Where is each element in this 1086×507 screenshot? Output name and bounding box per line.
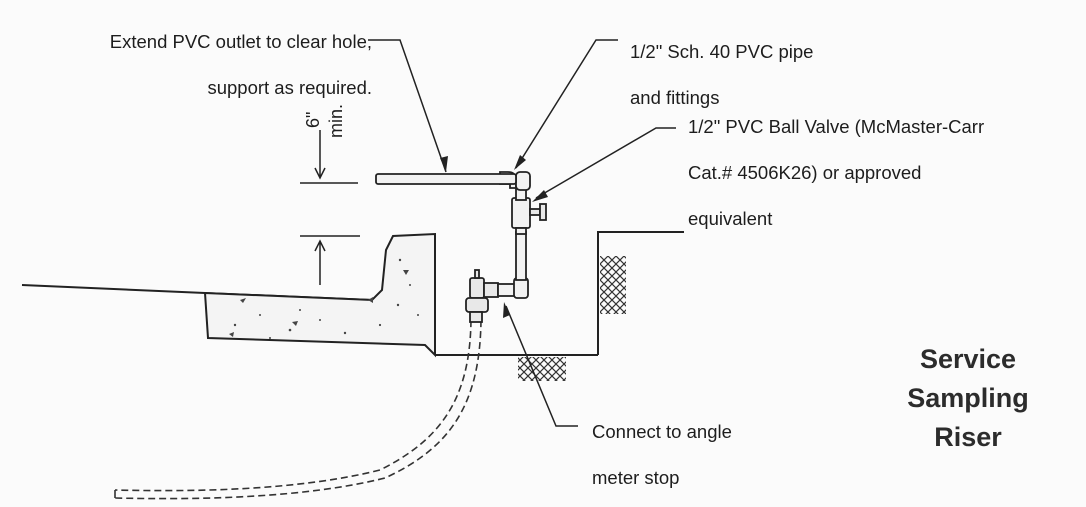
label-pipe: 1/2" Sch. 40 PVC pipe and fittings — [630, 17, 813, 109]
dimension-qualifier: min. — [326, 103, 346, 138]
label-connect-line1: Connect to angle — [592, 421, 732, 442]
concrete-aggregate — [229, 258, 419, 339]
leader-outlet — [368, 39, 447, 173]
angle-meter-stop — [465, 269, 499, 323]
service-line-dashed — [114, 319, 472, 492]
leader-pipe-arrow — [514, 155, 526, 170]
service-line-dashed-inner — [114, 319, 482, 500]
label-pipe-line2: and fittings — [630, 87, 720, 108]
label-valve-line1: 1/2" PVC Ball Valve (McMaster-Carr — [688, 116, 985, 137]
dimension-arrow-upper — [314, 130, 326, 180]
dimension-arrow-lower — [314, 239, 326, 285]
pvc-riser — [375, 171, 531, 299]
label-connect: Connect to angle meter stop — [592, 397, 732, 489]
dimension-value: 6" — [303, 111, 323, 128]
leader-outlet-arrow — [440, 156, 448, 172]
ball-valve-handle — [529, 203, 547, 221]
hatch-bottom — [518, 357, 566, 381]
label-outlet-line2: support as required. — [207, 77, 372, 98]
label-valve-line2: Cat.# 4506K26) or approved — [688, 162, 922, 183]
label-valve-line3: equivalent — [688, 208, 773, 229]
hatch-right — [600, 256, 626, 314]
leader-valve-arrow — [532, 190, 548, 202]
label-pipe-line1: 1/2" Sch. 40 PVC pipe — [630, 41, 814, 62]
title-line-3: Riser — [934, 422, 1002, 452]
label-outlet: Extend PVC outlet to clear hole, support… — [12, 7, 372, 99]
leader-connect — [505, 305, 578, 427]
diagram-title: Service Sampling Riser — [868, 340, 1068, 457]
label-valve: 1/2" PVC Ball Valve (McMaster-Carr Cat.#… — [688, 92, 984, 230]
title-line-1: Service — [919, 344, 1017, 374]
leader-pipe — [515, 39, 618, 169]
concrete-curb — [203, 232, 436, 358]
meter-box-wall-right — [597, 231, 684, 355]
title-line-2: Sampling — [907, 383, 1029, 413]
label-outlet-line1: Extend PVC outlet to clear hole, — [109, 31, 372, 52]
leader-valve — [535, 127, 676, 199]
leader-connect-arrow — [503, 302, 510, 318]
label-connect-line2: meter stop — [592, 467, 680, 488]
